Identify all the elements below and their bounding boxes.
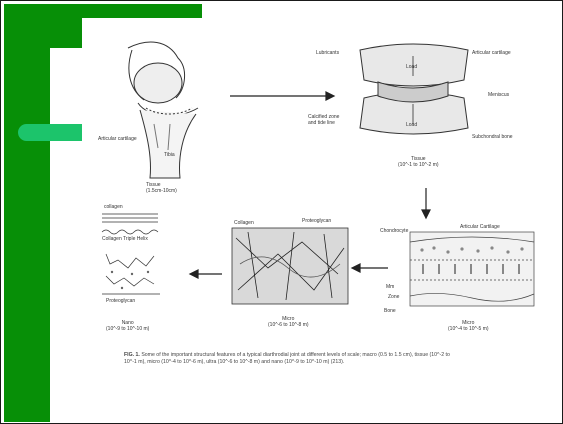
tissue-articular-cartilage-label: Articular cartilage <box>472 50 511 56</box>
matrix-collagen-label: Collagen <box>234 220 254 226</box>
matrix-proteoglycan-label: Proteoglycan <box>302 218 331 224</box>
caption-text: Some of the important structural feature… <box>124 352 450 365</box>
cell-articular-cartilage-label: Articular Cartilage <box>460 224 500 230</box>
molecular-proteoglycan-label: Proteoglycan <box>106 298 135 304</box>
tissue-scale-label: Tissue (10^-1 to 10^-2 m) <box>398 156 439 168</box>
knee-joint-drawing <box>128 42 198 178</box>
tissue-subchondral-bone-label: Subchondral bone <box>472 134 513 140</box>
arrow-2 <box>422 188 430 218</box>
molecular-fibril-label: collagen <box>104 204 123 210</box>
figure-caption: FIG. 1. Some of the important structural… <box>124 352 464 366</box>
tissue-meniscus-label: Meniscus <box>488 92 509 98</box>
green-top-bar <box>4 4 202 18</box>
cell-chondrocyte-label: Chondrocyte <box>380 228 408 234</box>
arrow-3 <box>352 264 388 272</box>
molecular-drawing <box>102 214 160 294</box>
matrix-scale-label: Micro (10^-6 to 10^-8 m) <box>268 316 309 328</box>
molecular-scale-label: Nano (10^-9 to 10^-10 m) <box>106 320 149 332</box>
accent-bar <box>18 124 82 141</box>
tissue-calcified-zone-label: Calcified zone and tide line <box>308 114 339 126</box>
figure: Articular cartilage Tibia Tissue (1.5cm-… <box>88 28 556 358</box>
tissue-load-bottom-label: Load <box>406 122 417 128</box>
tissue-drawing <box>360 44 468 134</box>
cell-bone-label: Bone <box>384 308 396 314</box>
tissue-lubricants-label: Lubricants <box>316 50 339 56</box>
cell-scale-label: Micro (10^-4 to 10^-5 m) <box>448 320 489 332</box>
cell-zone-label: Zone <box>388 294 399 300</box>
caption-prefix: FIG. 1. <box>124 352 140 358</box>
cell-drawing <box>410 232 534 306</box>
cell-mm-label: Mm <box>386 284 394 290</box>
green-side-bar <box>4 4 50 422</box>
knee-articular-cartilage-label: Articular cartilage <box>98 136 137 142</box>
tissue-load-top-label: Load <box>406 64 417 70</box>
knee-scale-label: Tissue (1.5cm-10cm) <box>146 182 177 194</box>
matrix-drawing <box>232 228 348 304</box>
arrow-4 <box>190 270 222 278</box>
molecular-triple-helix-label: Collagen Triple Helix <box>102 236 148 242</box>
green-corner-block <box>4 18 82 48</box>
knee-tibia-label: Tibia <box>164 152 175 158</box>
arrow-1 <box>230 92 334 100</box>
